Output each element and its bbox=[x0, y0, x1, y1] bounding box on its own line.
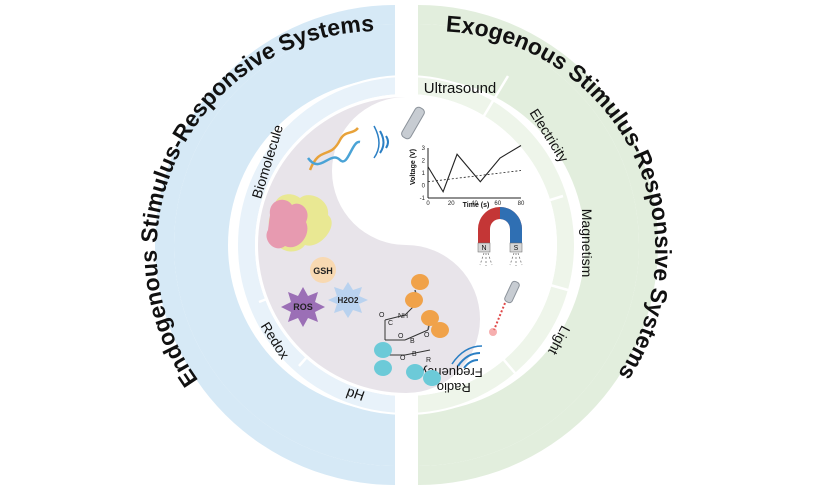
gsh-bubble bbox=[310, 257, 336, 283]
voltage-chart-x-tick: 0 bbox=[426, 201, 430, 207]
voltage-chart-x-tick: 80 bbox=[518, 201, 525, 207]
light-laser-icon bbox=[489, 280, 520, 336]
boronate-linker-structure: O C NH O B O O B R bbox=[374, 274, 449, 386]
voltage-series-line bbox=[427, 145, 522, 194]
voltage-chart-y-tick: -1 bbox=[420, 196, 426, 202]
voltage-chart-y-tick: 0 bbox=[422, 184, 426, 190]
voltage-chart-x-tick: 40 bbox=[471, 201, 478, 207]
radio-wave-icon bbox=[451, 345, 483, 369]
voltage-chart-y-tick: 1 bbox=[422, 171, 426, 177]
voltage-chart-y-tick: 2 bbox=[422, 159, 426, 165]
svg-text:NH: NH bbox=[398, 313, 408, 320]
magnet-south-label: S bbox=[514, 245, 519, 252]
ros-burst-icon bbox=[281, 287, 325, 327]
svg-text:O: O bbox=[379, 312, 385, 319]
ultrasound-probe-icon bbox=[373, 106, 425, 159]
svg-text:C: C bbox=[388, 320, 393, 327]
svg-text:O: O bbox=[398, 333, 404, 340]
svg-text:O: O bbox=[400, 355, 406, 362]
magnet-north-label: N bbox=[481, 245, 486, 252]
voltage-chart-x-tick: 20 bbox=[448, 201, 455, 207]
voltage-chart-y-tick: 3 bbox=[422, 146, 426, 152]
ros-label: ROS bbox=[293, 302, 313, 312]
segment-ph: pH bbox=[345, 383, 367, 404]
svg-text:R: R bbox=[426, 357, 431, 364]
segment-magnetism: Magnetism bbox=[579, 209, 595, 277]
horseshoe-magnet-icon: N S bbox=[477, 207, 523, 266]
voltage-chart-ylabel: Voltage (V) bbox=[410, 149, 417, 185]
svg-text:B: B bbox=[410, 338, 415, 345]
protein-icon bbox=[266, 194, 332, 252]
h2o2-label: H2O2 bbox=[338, 296, 359, 305]
svg-text:B: B bbox=[412, 351, 417, 358]
h2o2-burst-icon bbox=[328, 282, 368, 318]
svg-text:O: O bbox=[424, 332, 430, 339]
voltage-chart-xlabel: Time (s) bbox=[463, 202, 490, 209]
segment-ultrasound: Ultrasound bbox=[424, 80, 497, 97]
dna-icon bbox=[306, 127, 361, 171]
voltage-chart-x-tick: 60 bbox=[494, 201, 501, 207]
gsh-label: GSH bbox=[313, 266, 333, 276]
